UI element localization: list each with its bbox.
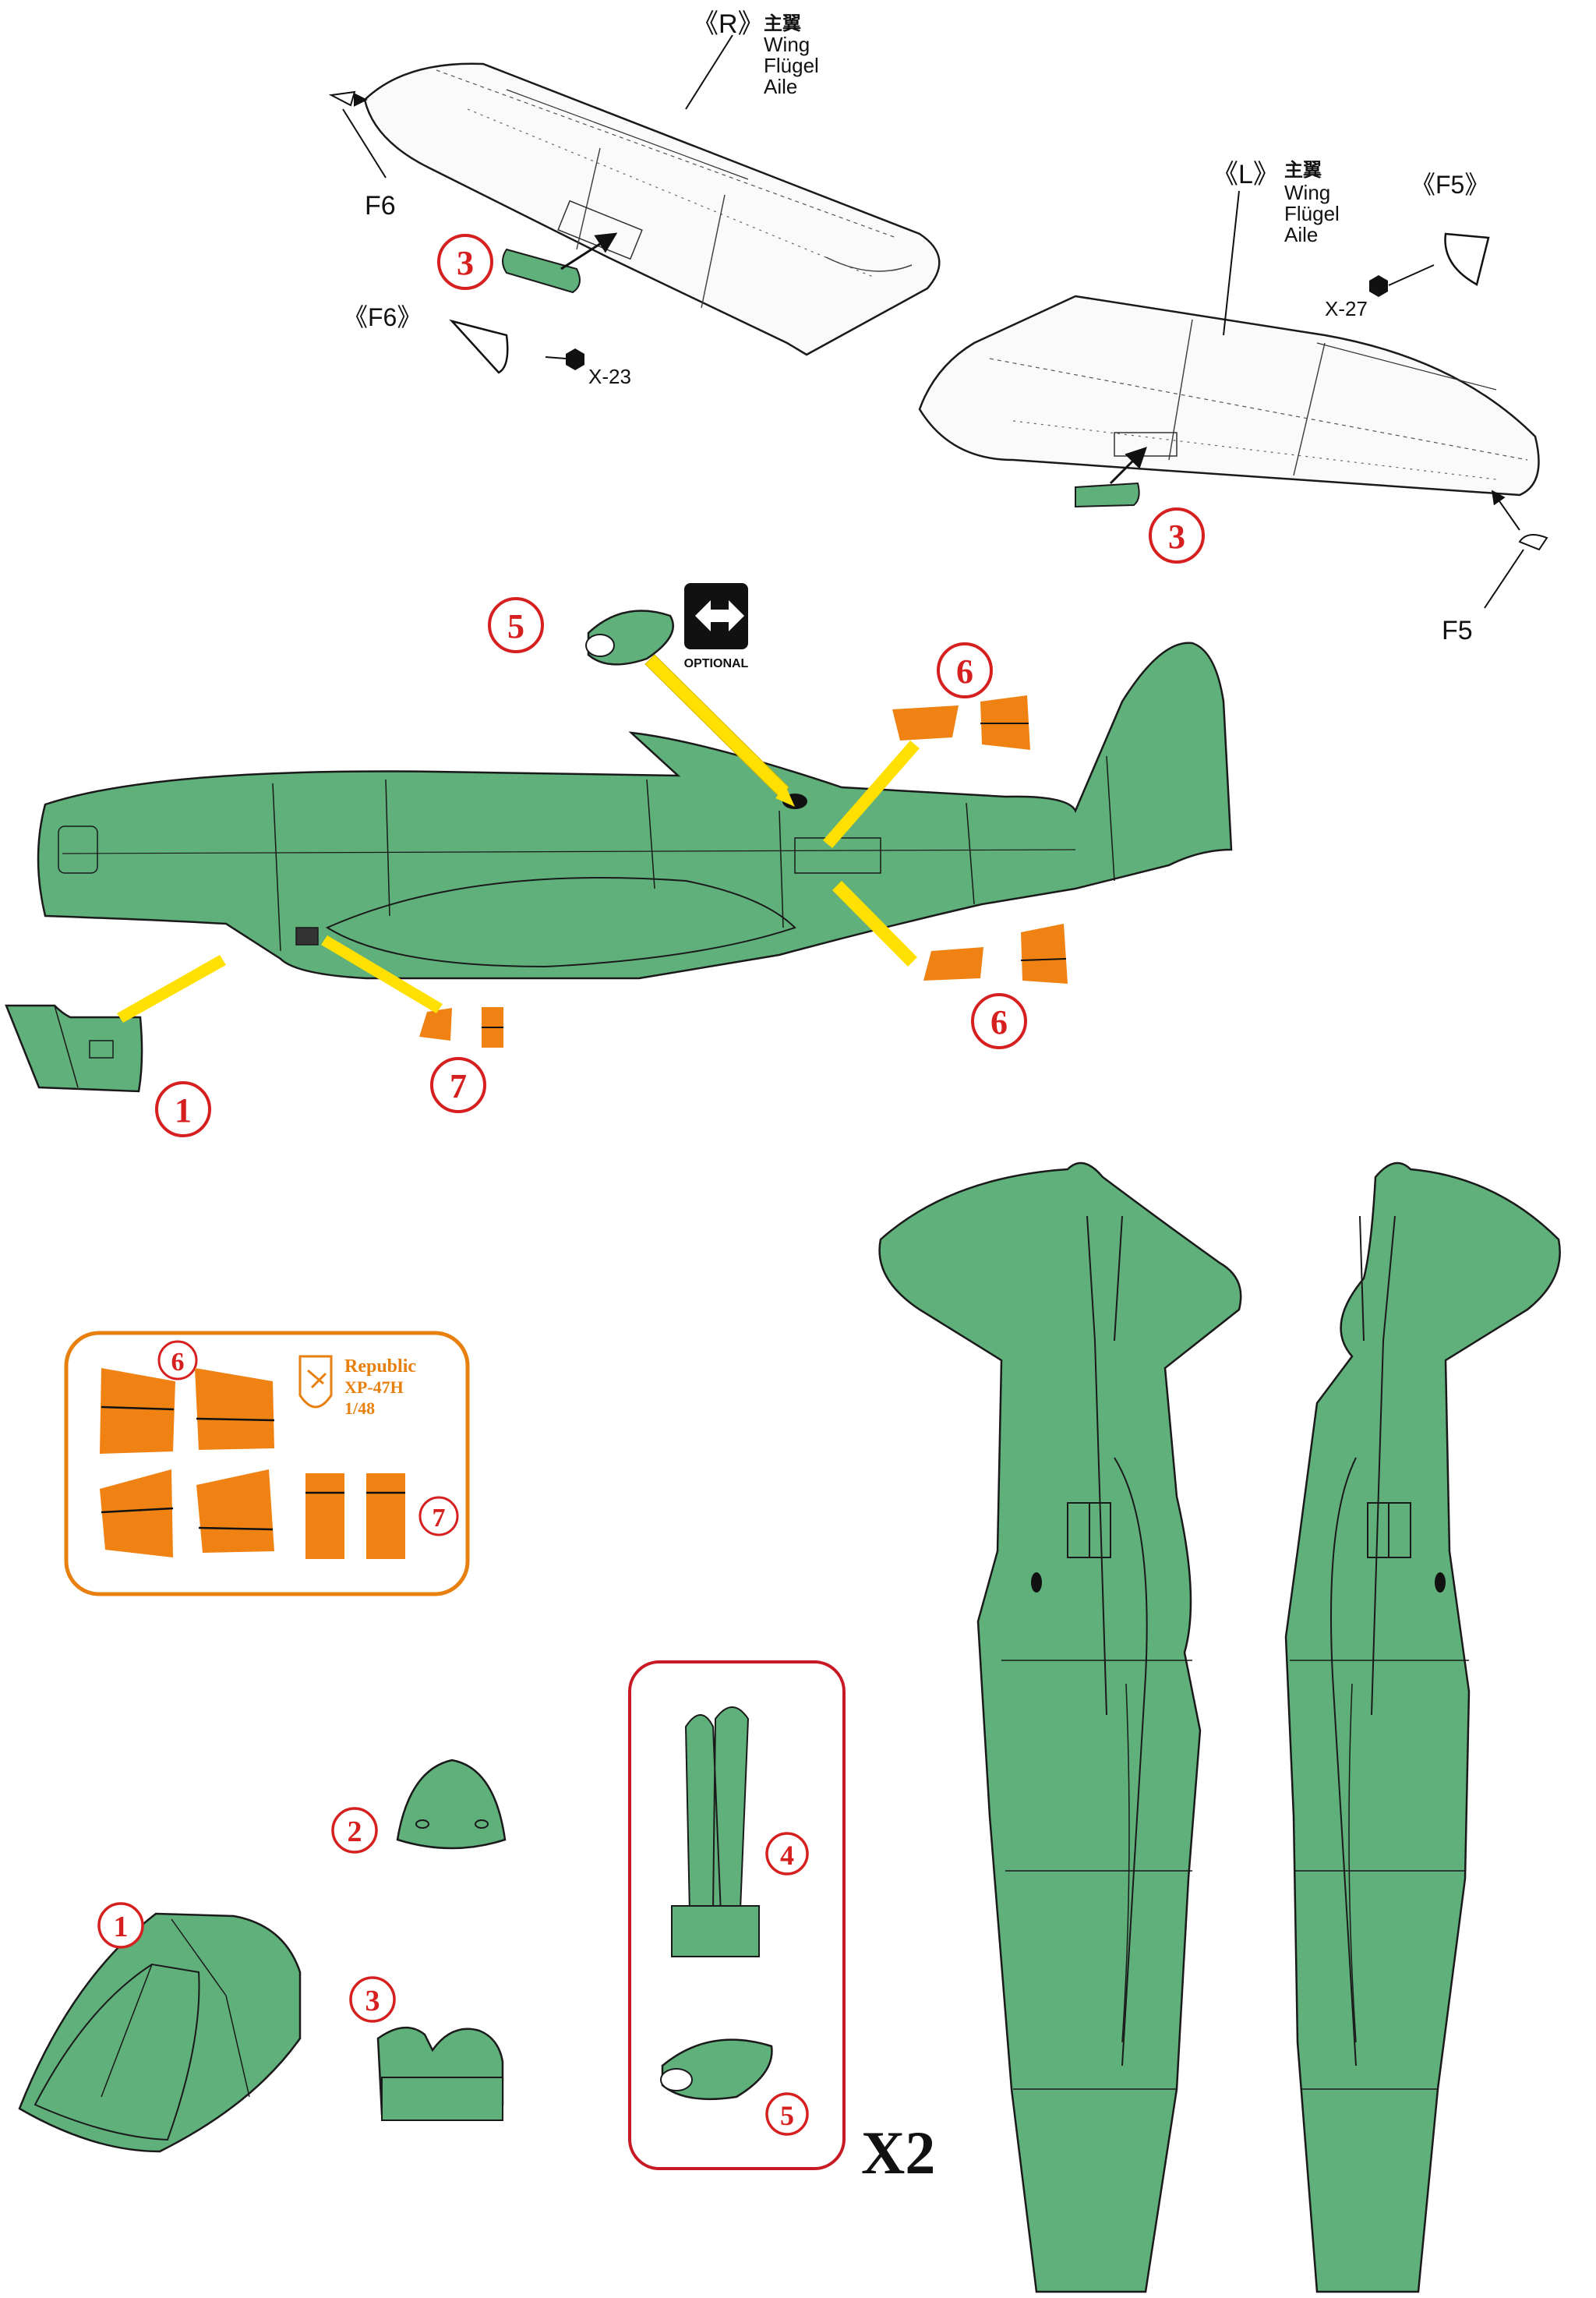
fret-6a <box>100 1368 175 1454</box>
pe-6a <box>892 705 959 741</box>
callout-3-right <box>437 234 493 290</box>
pe-7a <box>419 1008 452 1041</box>
hex-screw-icon <box>566 348 584 370</box>
callout-4 <box>765 1832 809 1876</box>
f6-tip-part <box>328 90 356 107</box>
logo-emblem-icon <box>298 1355 333 1409</box>
left-wing-cjk: 主翼 <box>1284 159 1322 181</box>
part-1-cowl-3d: 1 <box>18 1902 302 2153</box>
left-wing <box>918 295 1540 497</box>
left-wing-fr: Aile <box>1284 223 1318 246</box>
callout-6-upper <box>937 642 993 698</box>
hex-screw-icon <box>1369 275 1388 297</box>
callout-2 <box>331 1807 378 1854</box>
fret-num-7: 7 <box>433 1504 446 1533</box>
left-wing-en: Wing <box>1284 181 1330 204</box>
callout-5-box-num: 5 <box>780 2100 794 2131</box>
part-5-optional-group: OPTIONAL 5 <box>488 583 795 807</box>
right-wing <box>363 62 941 356</box>
fret-6b <box>195 1368 274 1450</box>
callout-3-left <box>1149 507 1205 564</box>
left-wing-tag: 《L》 <box>1212 160 1280 189</box>
left-wing-de: Flügel <box>1284 202 1340 225</box>
quantity-x2: X2 <box>861 2119 935 2187</box>
fret-title-3: 1/48 <box>344 1398 375 1418</box>
callout-5-box <box>765 2092 809 2136</box>
f5-detail-part <box>1444 232 1490 286</box>
screw-x23: X-23 <box>588 365 631 388</box>
callout-6-lower-num: 6 <box>990 1003 1008 1041</box>
fuselage-half-left <box>878 1161 1242 2293</box>
screw-x27: X-27 <box>1325 297 1368 320</box>
callout-6-upper-num: 6 <box>956 652 973 691</box>
fret-title-1: Republic <box>344 1356 416 1377</box>
right-wing-de: Flügel <box>764 54 819 77</box>
callout-5-side <box>488 597 544 653</box>
callout-2-num: 2 <box>348 1815 362 1848</box>
callout-5-side-num: 5 <box>507 607 524 645</box>
f6-header: 《F6》 <box>343 303 422 331</box>
part-6-upper-group: 6 <box>823 642 1030 848</box>
callout-6-lower <box>971 993 1027 1049</box>
callout-1-parts <box>97 1902 144 1949</box>
callout-7-side-num: 7 <box>450 1067 467 1105</box>
callout-4-num: 4 <box>780 1840 794 1871</box>
callout-3-left-num: 3 <box>1168 518 1185 556</box>
right-wing-tag: 《R》 <box>692 9 764 39</box>
fret-6c <box>100 1469 173 1557</box>
pe-6d <box>1021 924 1068 984</box>
right-wing-fr: Aile <box>764 75 797 98</box>
photo-etch-fret: 6 7 Republic XP-47H 1/48 <box>64 1331 470 1596</box>
right-wing-cjk: 主翼 <box>764 12 801 34</box>
left-wing-group: 《L》 主翼 Wing Flügel Aile 《F5》 X-27 F5 3 <box>918 159 1548 645</box>
part-1-side-cowl <box>5 1004 143 1093</box>
fuselage-body <box>37 642 1233 980</box>
part-3-right <box>502 232 618 294</box>
fuselage-side-view <box>37 642 1233 980</box>
fret-6d <box>196 1469 274 1553</box>
optional-label: OPTIONAL <box>684 657 749 670</box>
f5-header: 《F5》 <box>1411 171 1489 199</box>
part-3-block: 3 <box>349 1976 504 2121</box>
callout-7-side <box>430 1057 486 1113</box>
part-4-5-box: 4 5 <box>628 1660 846 2170</box>
f6-detail-part <box>449 319 509 374</box>
part-4-propeller-blades <box>684 1706 750 1914</box>
f5-label: F5 <box>1442 616 1473 645</box>
fret-7a <box>305 1473 344 1559</box>
part-3-left <box>1075 447 1147 508</box>
fret-num-6: 6 <box>171 1348 185 1377</box>
fret-7b <box>366 1473 405 1559</box>
pe-6c <box>923 947 983 981</box>
callout-3-parts-num: 3 <box>365 1985 380 2017</box>
f6-label: F6 <box>365 191 396 221</box>
part-7-group: 7 <box>321 935 503 1113</box>
part-6-lower-group: 6 <box>832 881 1068 1049</box>
callout-1-side <box>155 1081 211 1137</box>
right-wing-group: 《R》 主翼 Wing Flügel Aile F6 《F6》 X-23 3 <box>328 9 941 388</box>
callout-3-right-num: 3 <box>457 244 474 282</box>
right-wing-en: Wing <box>764 33 810 56</box>
fret-title-2: XP-47H <box>344 1377 404 1397</box>
part-1-side-group: 1 <box>5 955 226 1137</box>
callout-3-parts <box>349 1976 396 2023</box>
fuselage-half-right <box>1284 1161 1561 2293</box>
callout-1-parts-num: 1 <box>114 1911 129 1943</box>
part-2-spinner: 2 <box>331 1759 507 1854</box>
callout-1-side-num: 1 <box>175 1091 192 1130</box>
f5-tip-part <box>1518 534 1548 551</box>
